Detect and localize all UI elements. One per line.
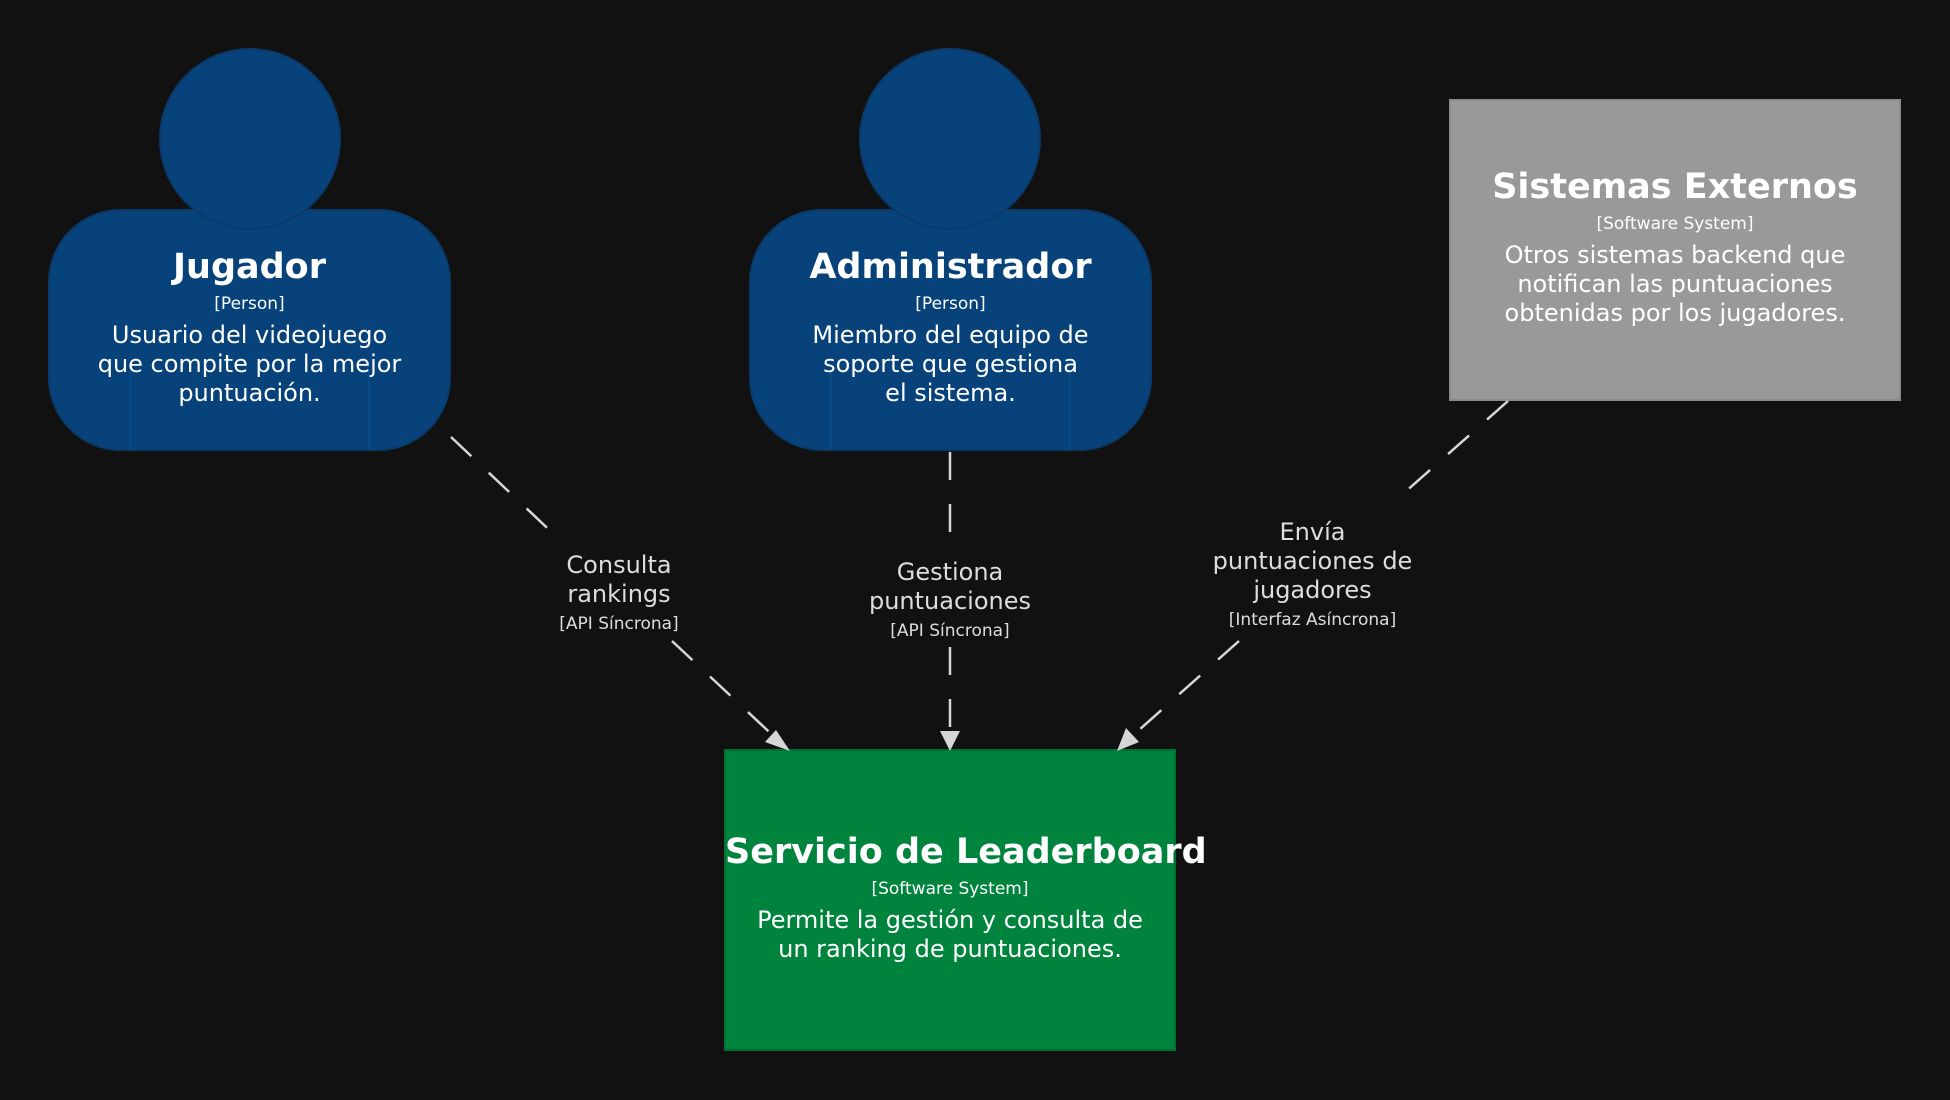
relationship-description: Gestiona puntuaciones: [868, 558, 1031, 615]
node-description: Usuario del videojuego que compite por l…: [97, 321, 402, 407]
person-head: [159, 48, 341, 230]
relationship-technology: [Interfaz Asíncrona]: [1228, 610, 1397, 630]
node-type: [Person]: [915, 294, 986, 314]
arrowhead-icon: [765, 730, 790, 751]
node-type: [Person]: [214, 294, 285, 314]
node-description: Miembro del equipo de soporte que gestio…: [812, 321, 1089, 407]
node-description: Otros sistemas backend que notifican las…: [1504, 241, 1846, 327]
arrowhead-icon: [1117, 728, 1139, 751]
node-sistemas-externos[interactable]: Sistemas Externos [Software System] Otro…: [1450, 165, 1900, 328]
relationship-description: Envía puntuaciones de jugadores: [1212, 518, 1413, 604]
node-type: [Software System]: [1596, 214, 1754, 234]
person-administrador-shape[interactable]: [749, 48, 1152, 451]
node-title: Jugador: [173, 247, 326, 287]
relationship-line-consulta-lower[interactable]: [671, 640, 781, 743]
relationship-technology: [API Síncrona]: [559, 614, 679, 634]
relationship-label-gestiona[interactable]: Gestiona puntuaciones [API Síncrona]: [860, 558, 1040, 644]
relationship-line-envia-lower[interactable]: [1129, 640, 1240, 739]
person-head: [859, 48, 1041, 230]
relationship-line-envia-upper[interactable]: [1394, 400, 1509, 502]
relationship-label-envia[interactable]: Envía puntuaciones de jugadores [Interfa…: [1210, 518, 1415, 633]
relationship-line-consulta-upper[interactable]: [450, 436, 561, 541]
leaderboard-box[interactable]: [724, 749, 1176, 1051]
node-description: Permite la gestión y consulta de un rank…: [757, 906, 1143, 963]
node-type: [Software System]: [871, 879, 1029, 899]
relationship-description: Consulta rankings: [566, 551, 672, 608]
node-leaderboard[interactable]: Servicio de Leaderboard [Software System…: [725, 830, 1207, 964]
relationship-technology: [API Síncrona]: [890, 621, 1010, 641]
node-title: Administrador: [809, 247, 1092, 287]
node-title: Servicio de Leaderboard: [725, 832, 1207, 872]
relationship-label-consulta[interactable]: Consulta rankings [API Síncrona]: [540, 551, 698, 637]
sistemas-externos-box[interactable]: [1449, 99, 1901, 401]
node-title: Sistemas Externos: [1492, 167, 1858, 207]
node-administrador[interactable]: Administrador [Person] Miembro del equip…: [750, 245, 1151, 408]
arrowhead-icon: [940, 731, 960, 751]
person-jugador-shape[interactable]: [48, 48, 451, 451]
node-jugador[interactable]: Jugador [Person] Usuario del videojuego …: [49, 245, 450, 408]
